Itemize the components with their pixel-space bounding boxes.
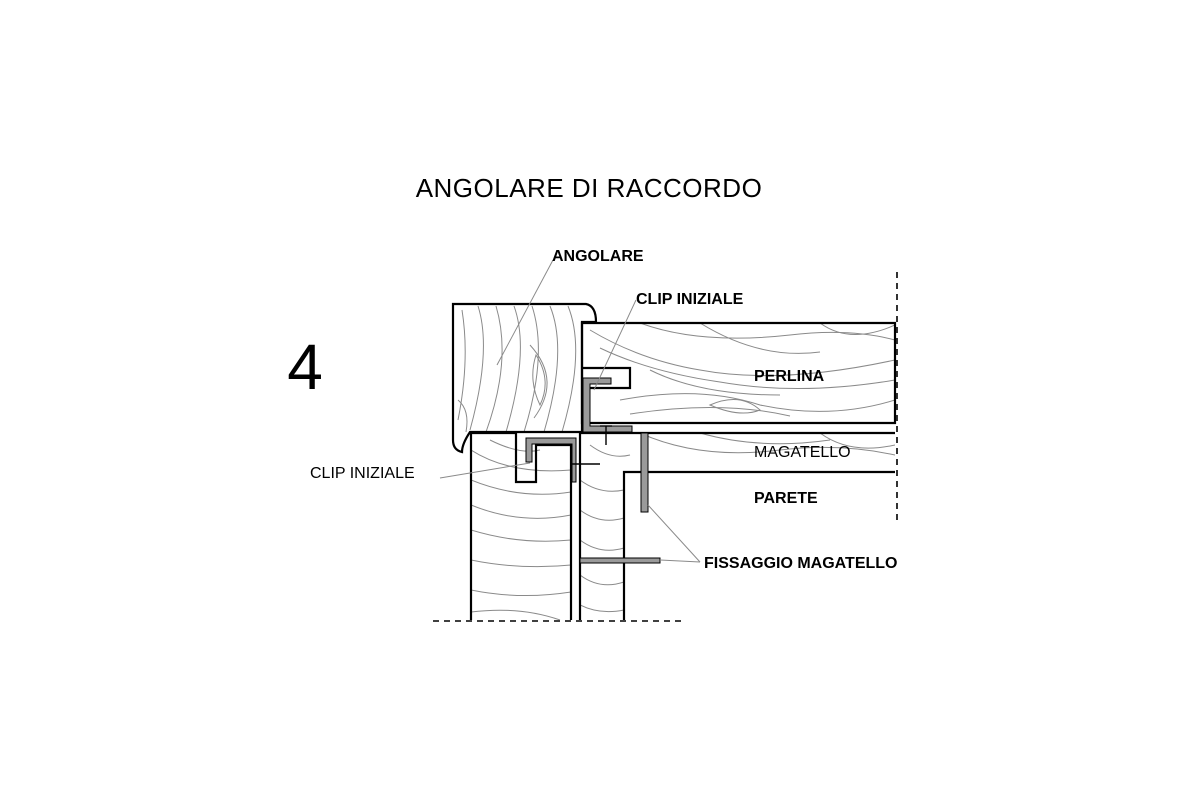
label-parete: PARETE xyxy=(754,490,818,507)
step-number: 4 xyxy=(287,331,323,403)
clip-iniziale-lower xyxy=(525,437,600,483)
label-magatello: MAGATELLO xyxy=(754,444,851,461)
magatello-batten xyxy=(578,431,895,620)
label-angolare: ANGOLARE xyxy=(552,248,644,265)
perlina-board xyxy=(580,321,897,425)
label-fissaggio-magatello: FISSAGGIO MAGATELLO xyxy=(704,555,897,572)
label-perlina: PERLINA xyxy=(754,368,825,385)
clip-iniziale-upper xyxy=(582,377,633,445)
leader-fissaggio-a xyxy=(659,559,701,563)
label-clip-iniziale-left: CLIP INIZIALE xyxy=(310,465,415,482)
diagram-title: ANGOLARE DI RACCORDO xyxy=(416,173,763,203)
vertical-post xyxy=(469,431,573,620)
angolare-piece xyxy=(451,302,598,454)
fissaggio-screws xyxy=(579,432,661,564)
label-clip-iniziale-top: CLIP INIZIALE xyxy=(636,291,744,308)
leader-clip-iniziale-top xyxy=(593,299,637,391)
leader-clip-iniziale-left xyxy=(439,462,531,479)
leader-fissaggio-b xyxy=(647,504,701,563)
leader-angolare xyxy=(496,259,554,366)
